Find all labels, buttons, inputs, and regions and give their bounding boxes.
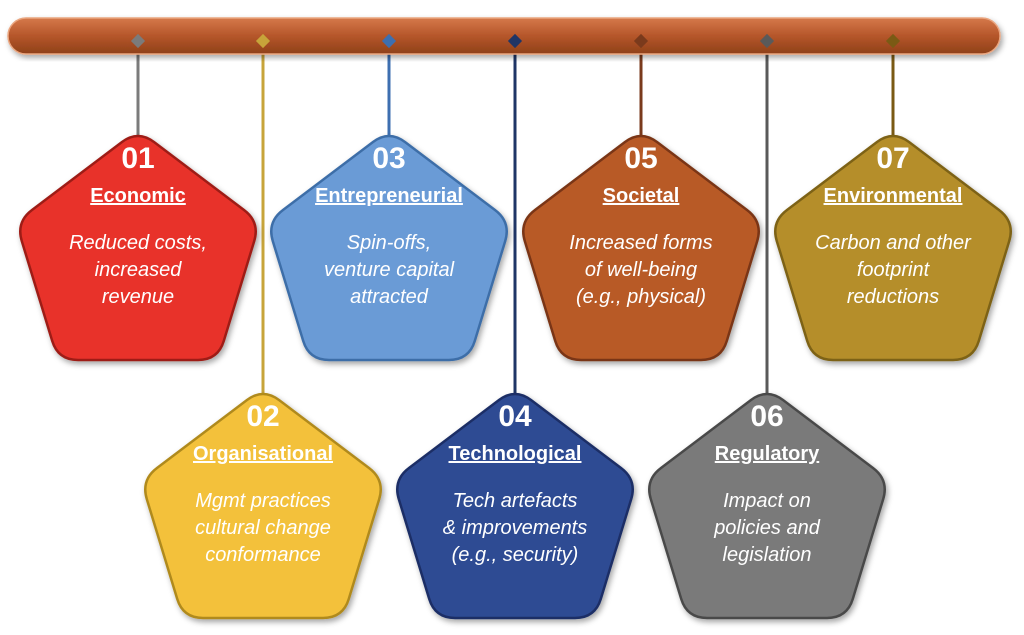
knot-diamond-03 (381, 33, 397, 49)
top-bar (7, 17, 1001, 55)
knot-diamond-06 (759, 33, 775, 49)
pentagon-05 (522, 134, 760, 362)
string-knots (130, 33, 901, 49)
knot-diamond-02 (255, 33, 271, 49)
pentagon-06 (648, 392, 886, 620)
pentagon-03 (270, 134, 508, 362)
knot-diamond-04 (507, 33, 523, 49)
knot-diamond-05 (633, 33, 649, 49)
pentagon-07 (774, 134, 1012, 362)
pentagon-shapes (19, 134, 1012, 620)
pentagon-02 (144, 392, 382, 620)
knot-diamond-07 (885, 33, 901, 49)
hanging-strings (136, 42, 895, 394)
pentagon-04 (396, 392, 634, 620)
pentagon-01 (19, 134, 257, 362)
